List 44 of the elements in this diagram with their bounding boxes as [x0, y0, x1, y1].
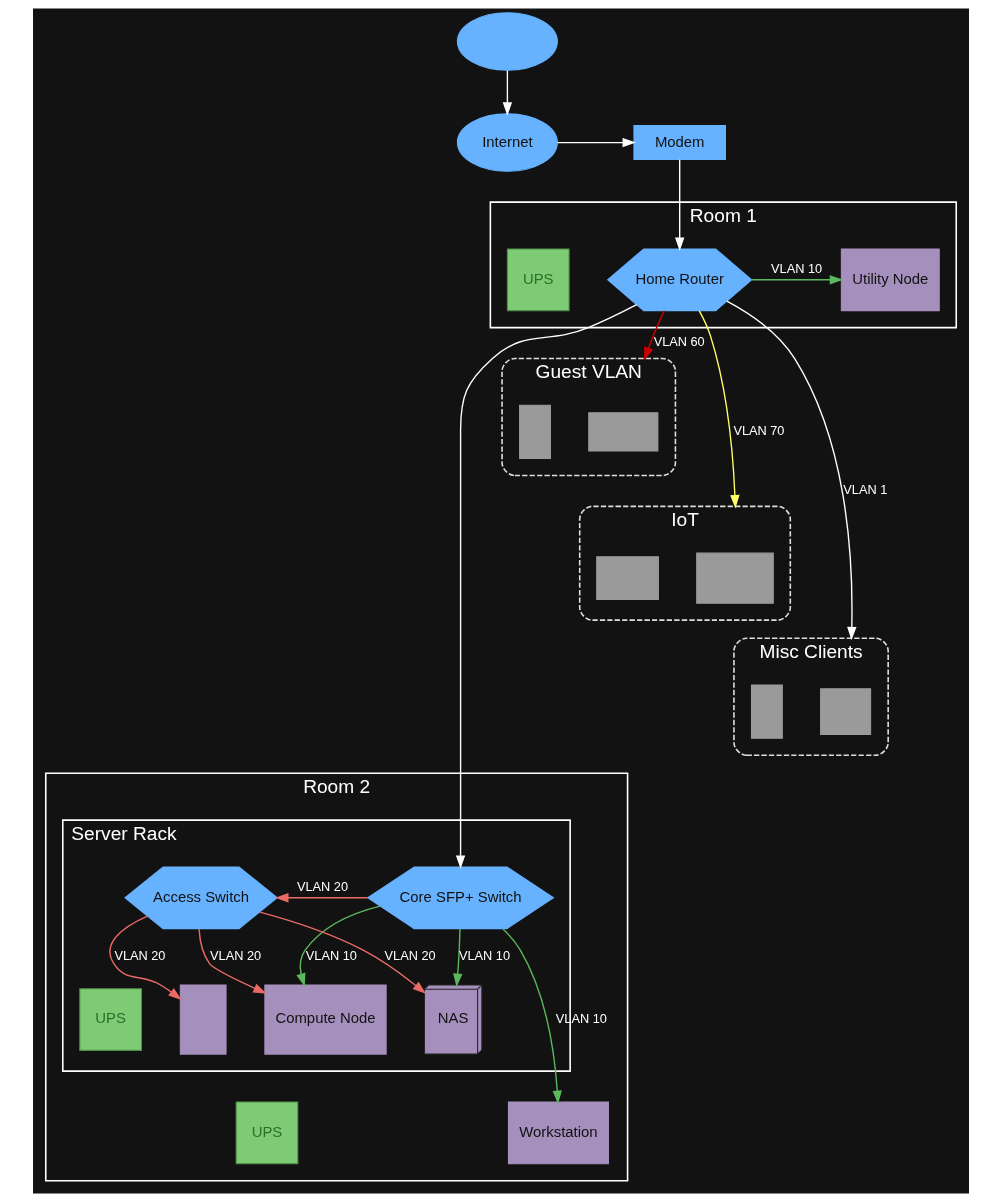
node-box [179, 984, 227, 1055]
arrow [259, 911, 426, 994]
node-box: Modem [633, 125, 726, 161]
arrow [726, 300, 857, 641]
node-ellipse: Internet [456, 113, 558, 172]
arrow [751, 275, 844, 285]
node-box: UPS [506, 248, 570, 312]
edge-label: VLAN 10 [771, 260, 823, 276]
edge-label: VLAN 20 [296, 878, 349, 894]
arrow [275, 893, 369, 903]
edge-label: VLAN 20 [384, 948, 436, 964]
cluster: IoT [578, 505, 792, 621]
node-box: UPS [79, 988, 142, 1051]
arrow [556, 137, 636, 148]
arrow [296, 905, 381, 987]
edge-label: VLAN 10 [305, 948, 357, 964]
arrow [453, 928, 463, 987]
node-box [519, 404, 551, 459]
node-cloud [456, 12, 558, 71]
node-box [588, 412, 659, 452]
node-box: Utility Node [840, 248, 940, 312]
arrow [455, 304, 638, 869]
node-box: Workstation [507, 1101, 609, 1165]
edge-label: VLAN 70 [733, 423, 785, 439]
edge-label: VLAN 1 [843, 482, 888, 498]
node-box [596, 556, 659, 600]
arrow [644, 309, 666, 361]
edge-label: VLAN 20 [210, 948, 262, 964]
arrow [675, 159, 685, 251]
edge-label: VLAN 60 [653, 334, 705, 350]
node-box [696, 552, 774, 604]
node-box [750, 684, 783, 739]
cluster: Guest VLAN [501, 357, 677, 477]
edge-label: VLAN 10 [459, 948, 511, 964]
edge-label: VLAN 20 [114, 948, 166, 964]
arrow [698, 310, 740, 509]
arrow [109, 915, 182, 1000]
node-box: UPS [235, 1101, 299, 1165]
node-box: Compute Node [264, 984, 387, 1055]
cluster: Misc Clients [733, 637, 889, 757]
arrow [502, 927, 562, 1105]
arrow [198, 928, 267, 994]
arrow [502, 70, 513, 116]
node-box [820, 688, 872, 735]
